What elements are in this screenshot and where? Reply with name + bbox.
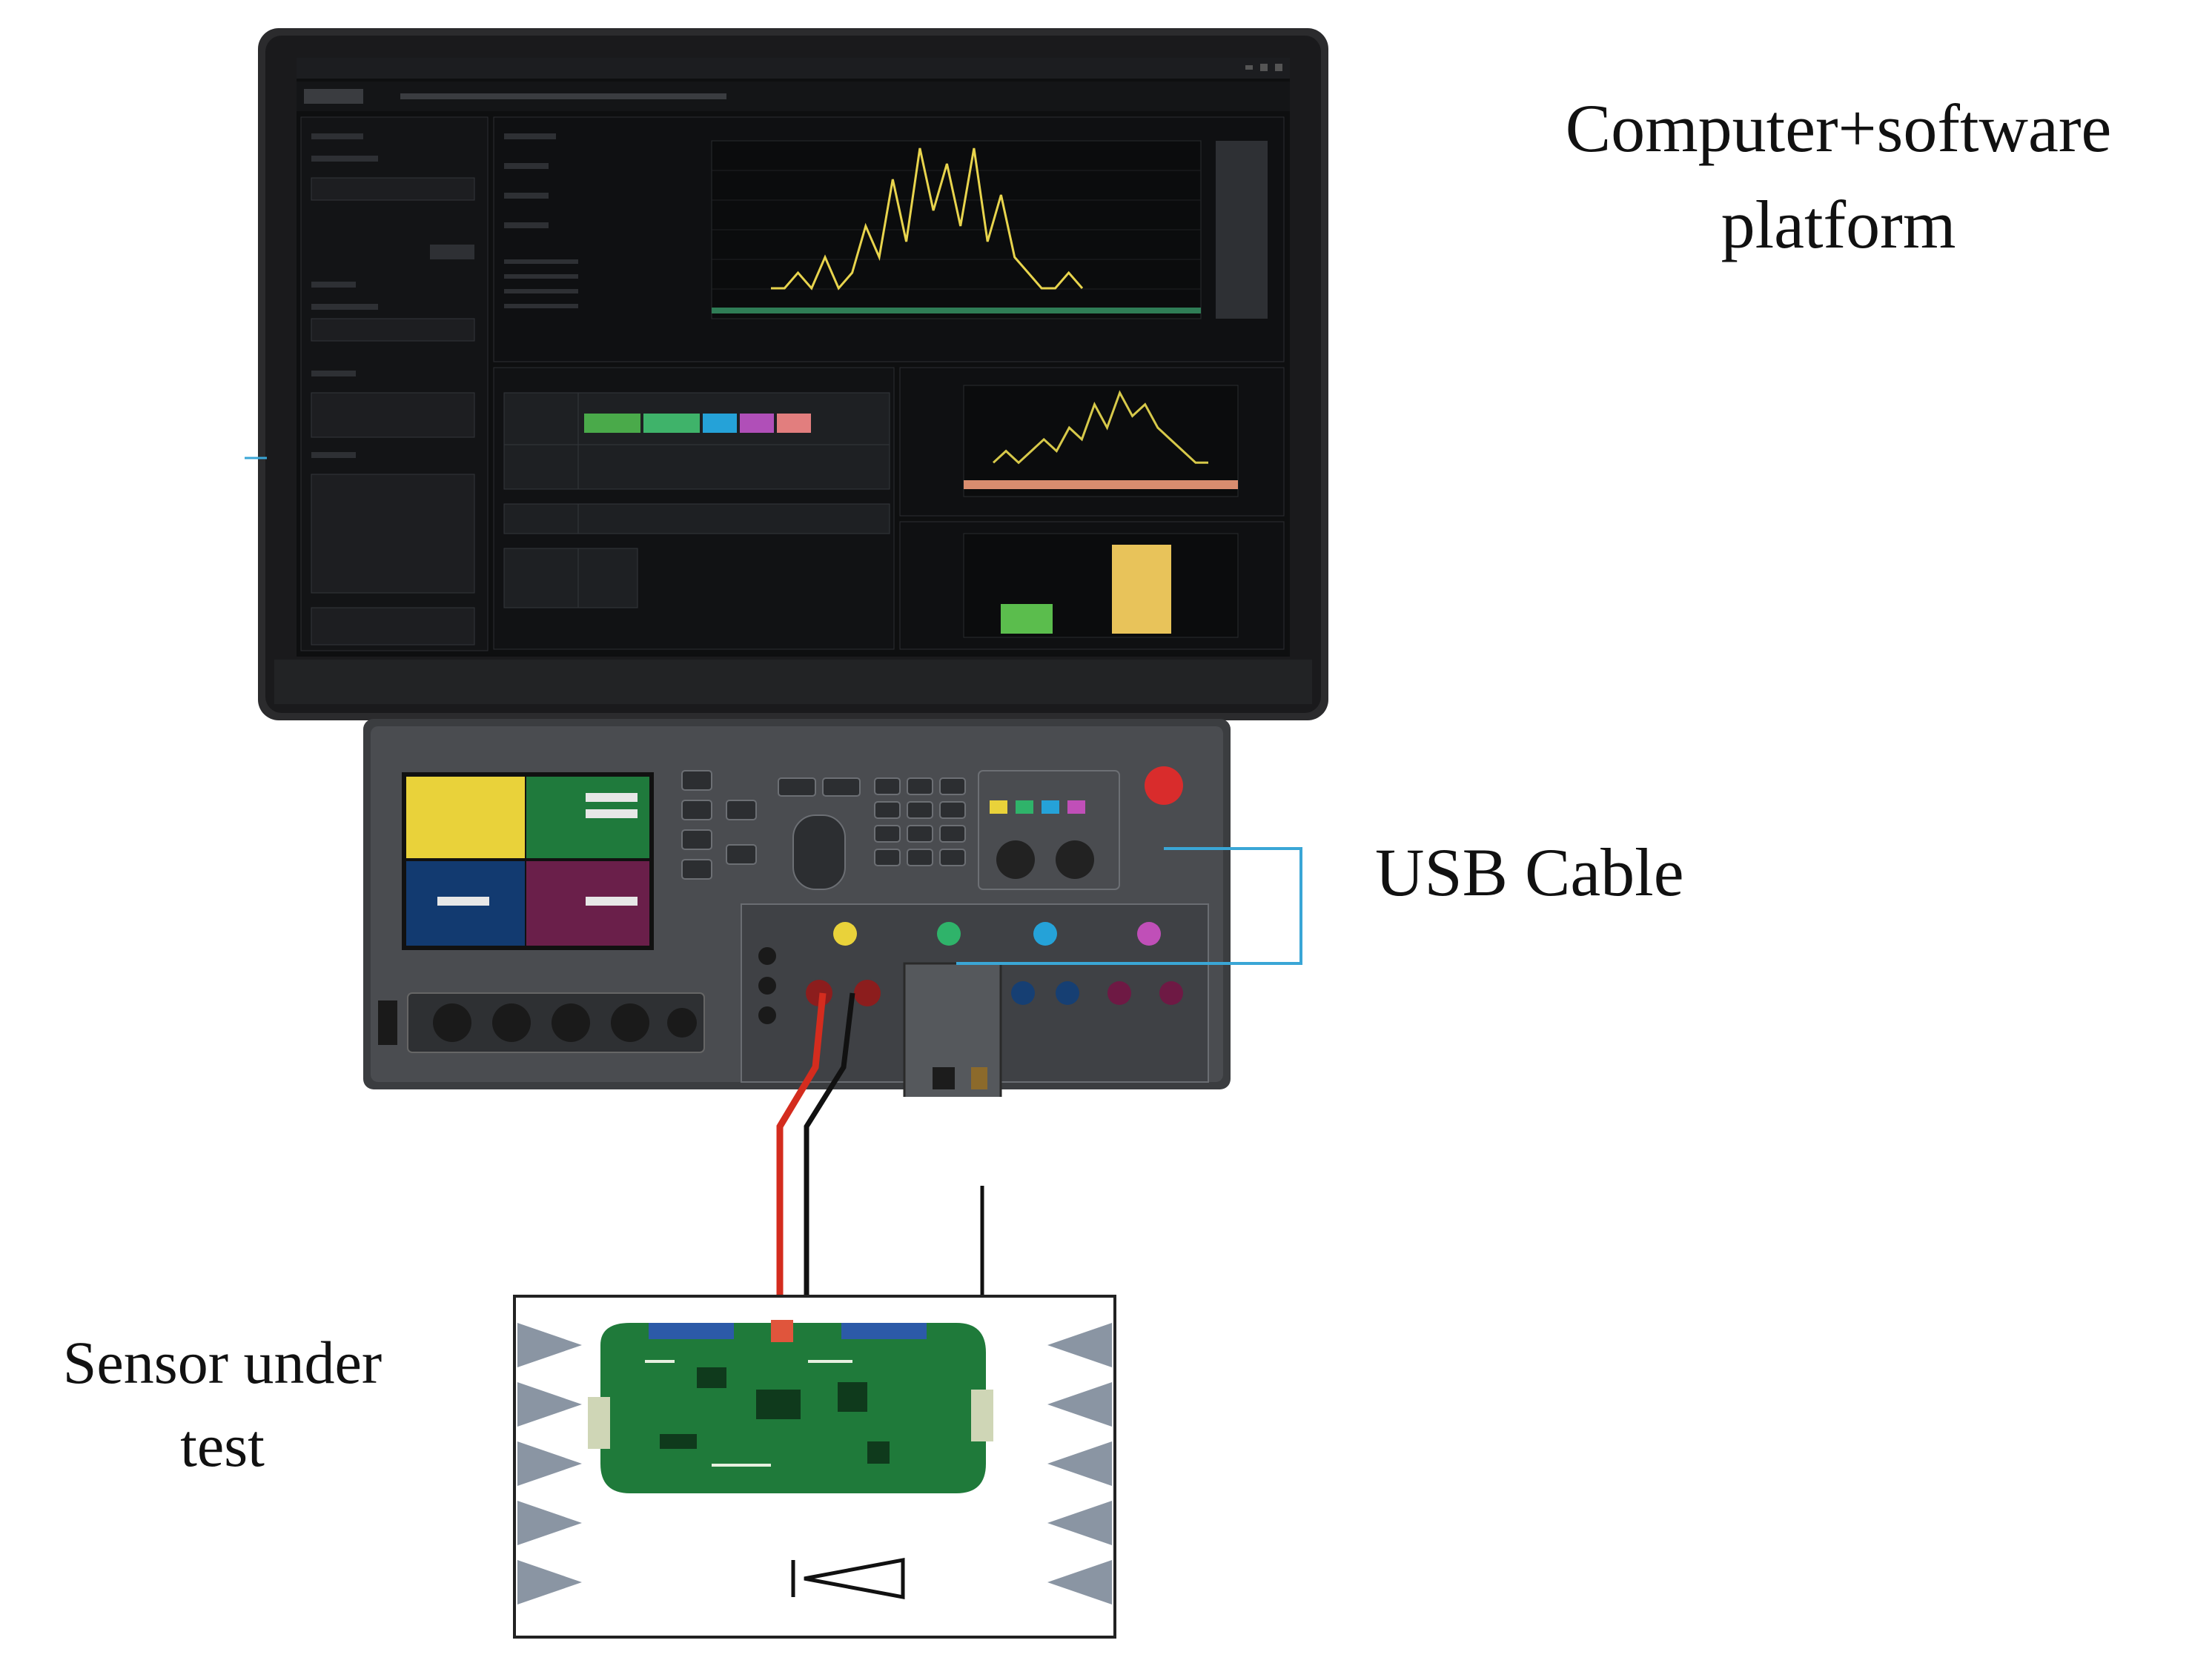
sensor-test-chamber: [513, 1295, 1116, 1639]
power-lead-black: [804, 992, 855, 1304]
usb-cable-line: [956, 847, 1302, 965]
power-analyzer-instrument: [363, 719, 1231, 1097]
chart3-bar: [1112, 545, 1171, 634]
computer-label-line2: platform: [1721, 187, 1956, 263]
chart1-series-line: [771, 147, 1084, 291]
computer-label-line1: Computer+software: [1565, 90, 2112, 166]
chart3-bars: [1001, 545, 1171, 634]
sensor-label-line1: Sensor under: [62, 1329, 383, 1396]
computer-label: Computer+software platform: [1475, 87, 2202, 266]
computer-monitor: [258, 28, 1328, 720]
amplifier-icon: [804, 1557, 905, 1600]
chart2-series-line: [992, 390, 1208, 465]
chart3-bar: [1001, 604, 1053, 634]
power-lead-red: [776, 992, 827, 1304]
sensor-label-line2: test: [180, 1412, 265, 1480]
usb-cable-label: USB Cable: [1375, 834, 1684, 910]
sensor-label: Sensor under test: [15, 1327, 430, 1483]
